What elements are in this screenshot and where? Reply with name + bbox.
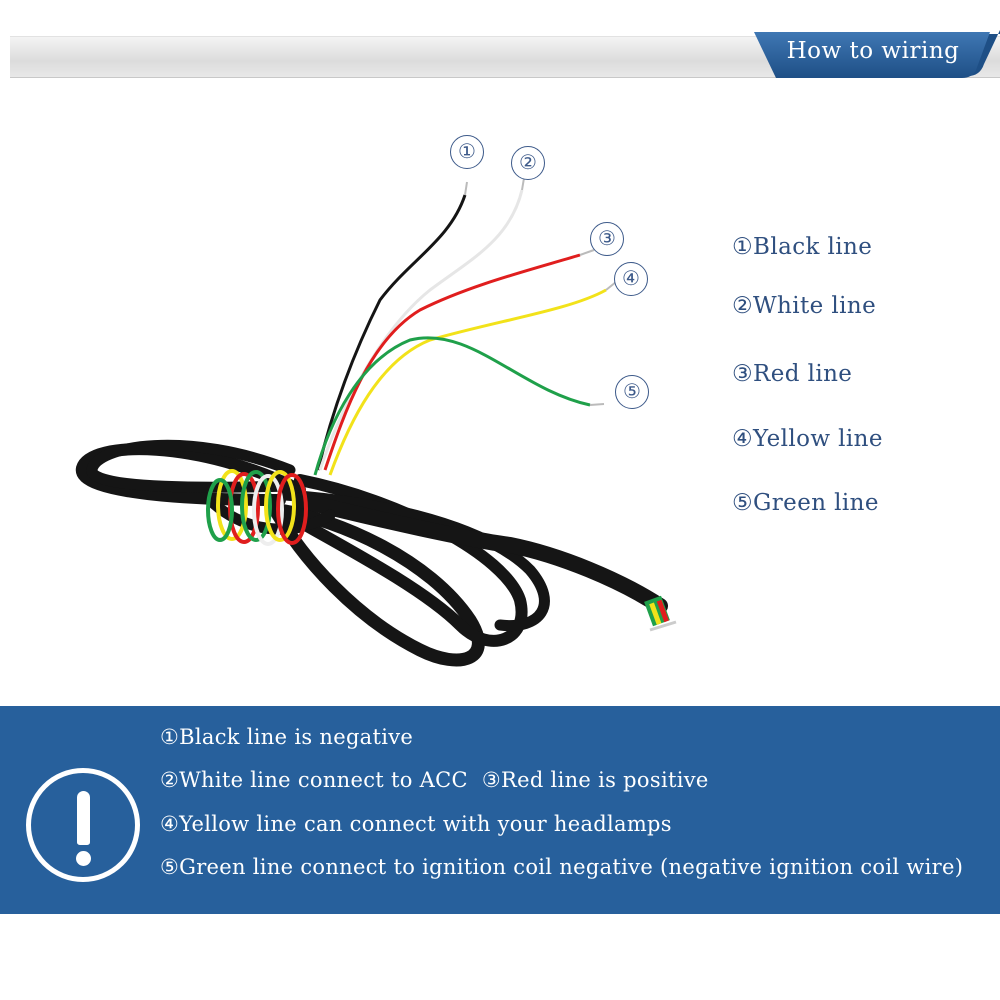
- exclamation-circle-icon: [26, 768, 140, 882]
- notice-line-2a: ②White line connect to ACC: [160, 768, 468, 792]
- notice-line-2: ②White line connect to ACC ③Red line is p…: [160, 768, 709, 792]
- callout-2: ②: [511, 146, 545, 180]
- notice-line-4: ⑤Green line connect to ignition coil neg…: [160, 855, 964, 879]
- notice-line-2b: ③Red line is positive: [481, 768, 709, 792]
- wire-tips: [464, 177, 617, 406]
- green-wire: [313, 336, 591, 476]
- callout-4: ④: [614, 262, 648, 296]
- header-tab: How to wiring: [718, 30, 1000, 78]
- notice-panel: ①Black line is negative ②White line conn…: [0, 706, 1000, 914]
- legend-yellow-line: ④Yellow line: [732, 426, 883, 452]
- header-title: How to wiring: [786, 38, 960, 64]
- notice-line-1: ①Black line is negative: [160, 725, 414, 749]
- header-tab-shape: [718, 30, 1000, 78]
- notice-line-3: ④Yellow line can connect with your headl…: [160, 812, 672, 836]
- yellow-wire: [328, 288, 607, 476]
- legend-white-line: ②White line: [732, 293, 877, 319]
- legend-green-line: ⑤Green line: [732, 490, 879, 516]
- legend-black-line: ①Black line: [732, 234, 873, 260]
- callout-1: ①: [450, 135, 484, 169]
- callout-5: ⑤: [615, 375, 649, 409]
- black-cable-coil: [76, 439, 668, 667]
- cable-illustration: [76, 177, 677, 667]
- wire-wrap-bundle: [206, 469, 308, 546]
- white-wire: [318, 189, 524, 471]
- black-wire: [316, 194, 467, 471]
- red-wire: [323, 253, 581, 471]
- callout-3: ③: [590, 222, 624, 256]
- cable-end-connector: [644, 595, 677, 632]
- legend-red-line: ③Red line: [732, 361, 853, 387]
